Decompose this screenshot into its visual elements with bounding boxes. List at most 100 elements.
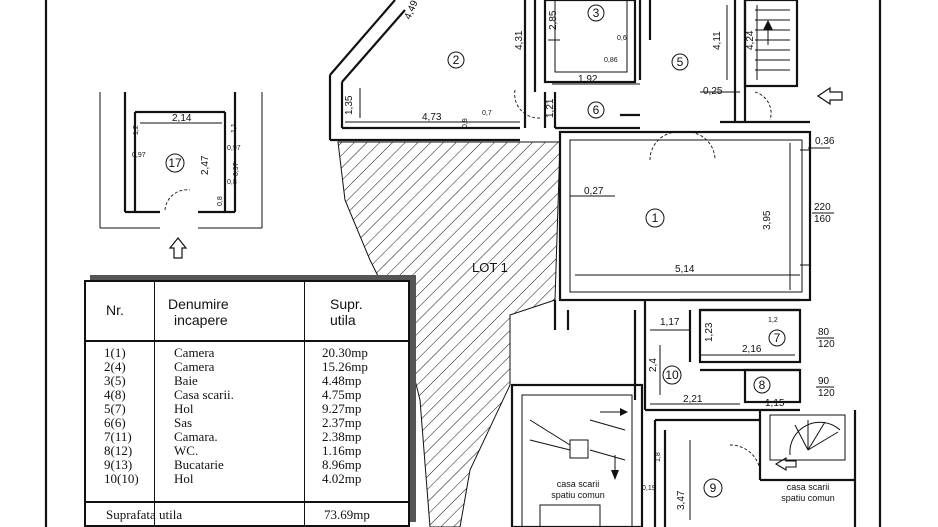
row-nr: 1(1): [104, 345, 126, 360]
dim-4-73: 4,73: [422, 112, 442, 123]
total-label: Suprafata utila: [106, 507, 183, 522]
row-area: 15.26mp: [322, 359, 368, 374]
room-2-number: 2: [453, 53, 460, 67]
dim-1-2-room7: 1,2: [768, 317, 778, 324]
room-17-walls: [99, 92, 263, 229]
row-name: Casa scarii.: [174, 387, 234, 402]
row-nr: 2(4): [104, 359, 126, 374]
dim-1-15: 1,15: [765, 398, 785, 409]
door-room-17: [164, 189, 191, 211]
row-nr: 10(10): [104, 471, 139, 486]
room-10-marker: 10: [662, 365, 682, 385]
row-name: Camera: [174, 359, 215, 374]
table-row: 10(10) Hol 4.02mp: [86, 472, 408, 486]
room-1-marker: 1: [645, 208, 665, 228]
dim-0-97-c: 0,97: [233, 162, 240, 176]
room-3-marker: 3: [587, 4, 605, 22]
row-name: Camara.: [174, 429, 218, 444]
dim-0-36: 0,36: [815, 136, 835, 147]
dim-1-17: 1,17: [660, 317, 680, 328]
row-name: Camera: [174, 345, 215, 360]
room-3-number: 3: [593, 6, 600, 20]
dim-3-95: 3,95: [762, 210, 773, 230]
row-nr: 8(12): [104, 443, 133, 458]
dim-120: 120: [818, 339, 835, 350]
row-name: Bucatarie: [174, 457, 224, 472]
row-area: 2.37mp: [322, 415, 362, 430]
header-utila: utila: [330, 312, 356, 328]
table-row: 8(12) WC. 1.16mp: [86, 444, 408, 458]
dim-5-14: 5,14: [675, 264, 695, 275]
area-schedule-table: Nr. Denumire incapere Supr. utila 1(1) C…: [84, 280, 410, 527]
dim-0-7: 0,7: [482, 110, 492, 117]
dim-2-85: 2,85: [548, 10, 559, 30]
stair-top: [743, 0, 799, 88]
entrance-arrow-right: [816, 86, 843, 106]
total-value: 73.69mp: [324, 507, 370, 522]
dim-0-9: 0,9: [462, 118, 469, 128]
entrance-arrow-up: [168, 237, 188, 259]
row-name: Hol: [174, 401, 194, 416]
row-name: WC.: [174, 443, 199, 458]
room-7-number: 7: [774, 331, 781, 345]
room-9-marker: 9: [703, 478, 723, 498]
dim-0-86: 0,86: [604, 57, 618, 64]
row-area: 8.96mp: [322, 457, 362, 472]
dim-1-8: 1,8: [655, 452, 662, 462]
header-incapere: incapere: [174, 312, 228, 328]
dim-1-92: 1,92: [578, 74, 598, 85]
row-name: Sas: [174, 415, 193, 430]
room-5-number: 5: [677, 55, 684, 69]
row-nr: 6(6): [104, 415, 126, 430]
dim-0-97-a: 0,97: [132, 152, 146, 159]
dim-0-8-b: 0,8: [217, 196, 224, 206]
dim-1-21: 1,21: [545, 98, 556, 118]
room-6-number: 6: [593, 103, 600, 117]
room-7-marker: 7: [768, 329, 786, 347]
stair-common-right: [769, 414, 846, 471]
dim-4-49: 4,49: [403, 0, 421, 21]
dim-4-11: 4,11: [712, 31, 723, 50]
table-header: Nr. Denumire incapere Supr. utila: [86, 282, 408, 342]
row-nr: 5(7): [104, 401, 126, 416]
dim-2-16: 2,16: [742, 344, 762, 355]
table-row: 6(6) Sas 2.37mp: [86, 416, 408, 430]
entrance-arrow-bottom: [774, 457, 797, 471]
header-supr: Supr.: [330, 296, 363, 312]
table-row: 1(1) Camera 20.30mp: [86, 346, 408, 360]
dim-0-27: 0,27: [584, 186, 604, 197]
door-room-5-b: [685, 131, 716, 161]
dim-4-31: 4,31: [514, 30, 525, 50]
row-nr: 7(11): [104, 429, 132, 444]
header-nr: Nr.: [106, 302, 124, 318]
header-denumire: Denumire: [168, 296, 229, 312]
row-name: Hol: [174, 471, 194, 486]
door-room-5-a: [649, 131, 681, 161]
dim-2-47: 2,47: [200, 155, 211, 175]
room-10-number: 10: [665, 368, 679, 382]
door-room-9: [729, 444, 761, 471]
room-3-walls: [543, 0, 637, 84]
column-divider-1: [86, 282, 155, 525]
column-divider-2: [154, 282, 305, 525]
dim-1-23: 1,23: [704, 322, 715, 342]
row-nr: 4(8): [104, 387, 126, 402]
dim-0-97-b: 0,97: [227, 145, 241, 152]
dim-0-8-a: 0,8: [227, 179, 237, 186]
room-6-marker: 6: [587, 101, 605, 119]
row-area: 4.75mp: [322, 387, 362, 402]
stair-common-left-label-1: casa scarii: [557, 479, 600, 489]
room-8-marker: 8: [753, 376, 771, 394]
row-area: 1.16mp: [322, 443, 362, 458]
dim-1-35: 1,35: [344, 95, 355, 115]
room-5-marker: 5: [671, 53, 689, 71]
stair-common-left-label-2: spatiu comun: [551, 490, 605, 500]
table-row: 5(7) Hol 9.27mp: [86, 402, 408, 416]
dim-80: 80: [818, 327, 830, 338]
dim-2-21: 2,21: [683, 394, 703, 405]
room-1-number: 1: [652, 211, 659, 225]
dim-0-25: 0,25: [703, 86, 723, 97]
dim-160: 160: [814, 214, 831, 225]
dimension-lines: [140, 5, 830, 520]
room-17-marker: 17: [165, 153, 185, 173]
